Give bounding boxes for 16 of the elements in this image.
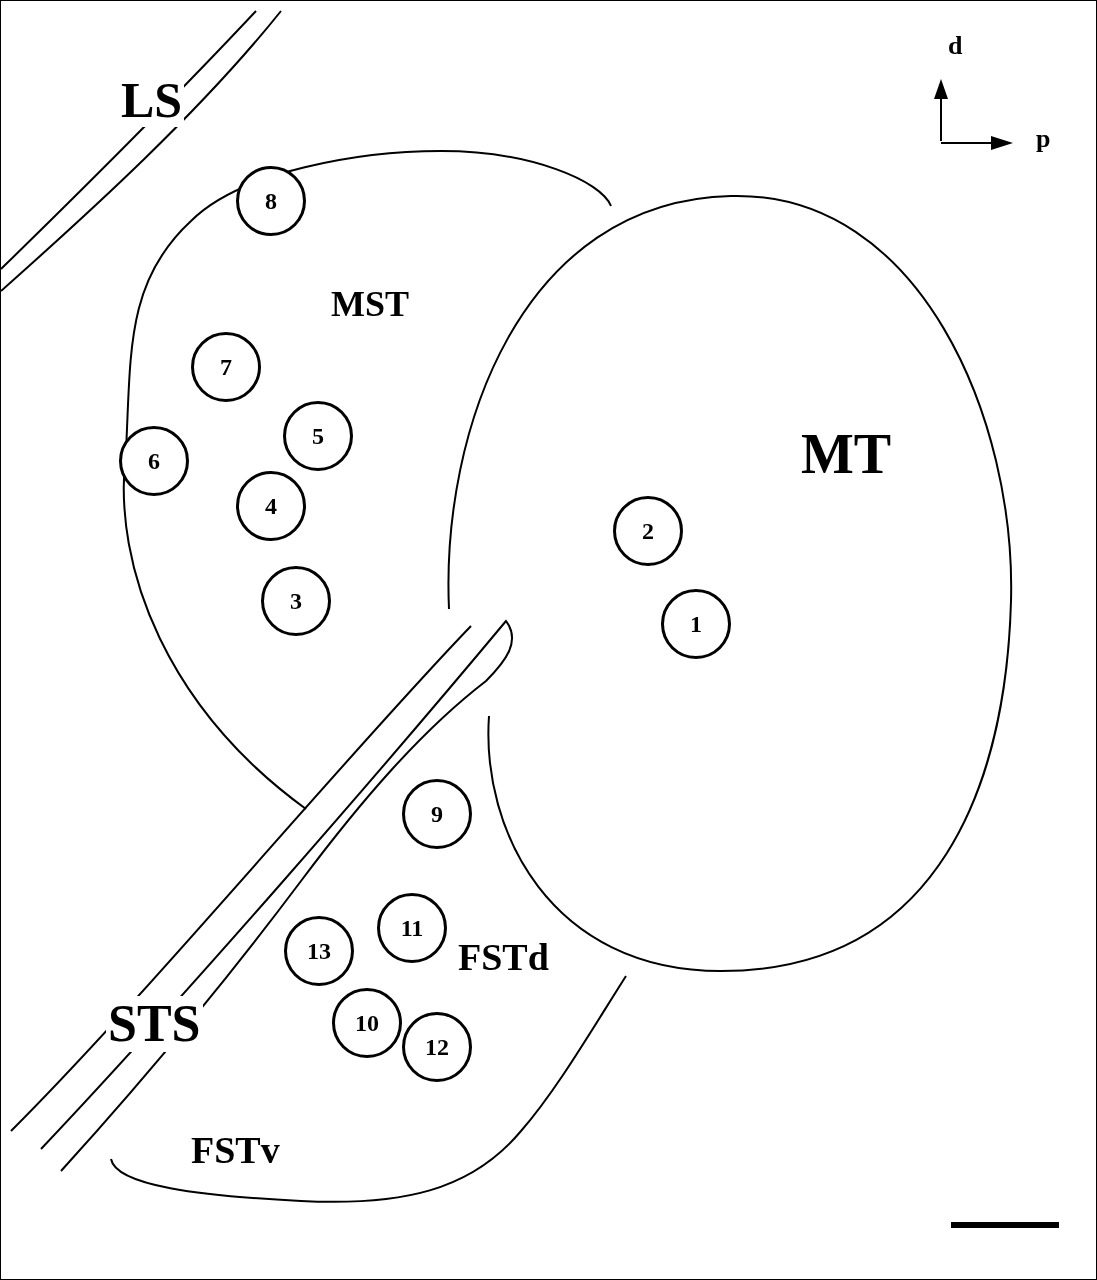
area-label: MT	[801, 426, 892, 482]
site-marker: 10	[332, 988, 402, 1058]
sulcus-label: STS	[106, 996, 203, 1052]
site-marker: 9	[402, 779, 472, 849]
area-label: MST	[331, 286, 409, 322]
site-marker: 5	[283, 401, 353, 471]
site-marker: 13	[284, 916, 354, 986]
site-marker: 4	[236, 471, 306, 541]
site-marker: 8	[236, 166, 306, 236]
site-marker: 1	[661, 589, 731, 659]
site-marker: 7	[191, 332, 261, 402]
site-marker: 2	[613, 496, 683, 566]
site-marker: 6	[119, 426, 189, 496]
site-marker: 12	[402, 1012, 472, 1082]
site-marker: 3	[261, 566, 331, 636]
site-marker: 11	[377, 893, 447, 963]
